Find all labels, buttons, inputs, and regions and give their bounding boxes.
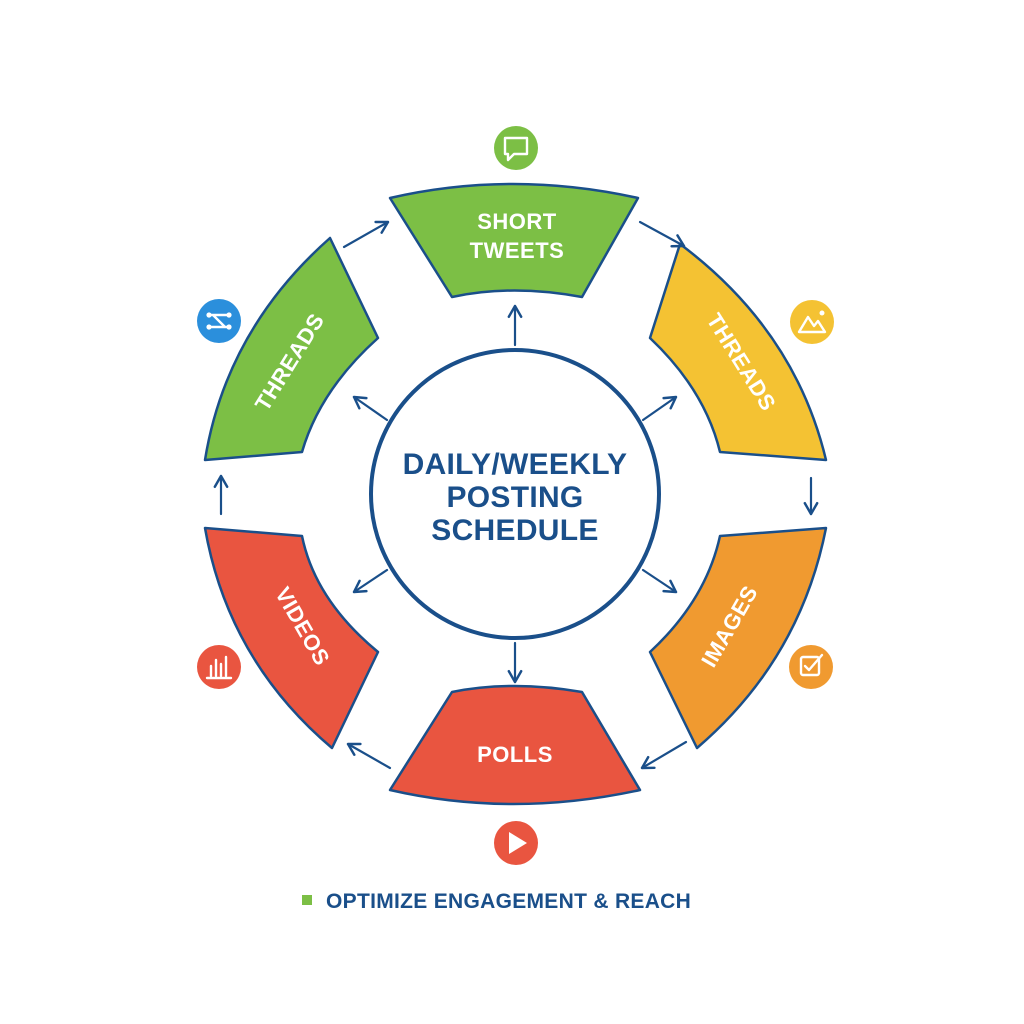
center-arrows [352, 304, 678, 684]
segment-threads-right[interactable] [648, 242, 828, 462]
segment-short-tweets[interactable] [388, 182, 640, 299]
play-icon [494, 821, 538, 865]
segment-polls[interactable] [388, 684, 642, 806]
mountain-image-icon [790, 300, 834, 344]
segment-videos[interactable] [203, 526, 380, 750]
arrow-center-lower-right [641, 568, 678, 594]
segment-ring [203, 182, 828, 806]
footer-tagline: OPTIMIZE ENGAGEMENT & REACH [326, 890, 691, 913]
center-title-line2: POSTING [446, 481, 583, 514]
arrow-center-upper-left [352, 395, 389, 422]
segment-label-short-line2: TWEETS [470, 238, 565, 263]
edit-checkbox-icon [789, 645, 833, 689]
arrow-left-to-top [342, 220, 390, 249]
segment-images[interactable] [648, 526, 828, 750]
chat-bubble-icon [494, 126, 538, 170]
segment-label-short-line1: SHORT [477, 209, 557, 234]
center-circle [369, 348, 661, 640]
arrow-polls-to-videos [346, 742, 392, 770]
arrow-center-upper-right [641, 395, 678, 422]
center-title-line3: SCHEDULE [431, 514, 598, 547]
segment-label-polls: POLLS [477, 742, 553, 767]
segment-threads-left[interactable] [203, 236, 380, 462]
footer-bullet [302, 895, 312, 905]
bar-chart-icon [197, 645, 241, 689]
cycle-arrows [213, 220, 819, 770]
connected-nodes-icon [197, 299, 241, 343]
center-title-line1: DAILY/WEEKLY [403, 448, 628, 481]
arrow-center-lower-left [352, 568, 389, 594]
arrow-images-to-polls [640, 740, 688, 770]
arrow-top-to-right [638, 220, 686, 248]
